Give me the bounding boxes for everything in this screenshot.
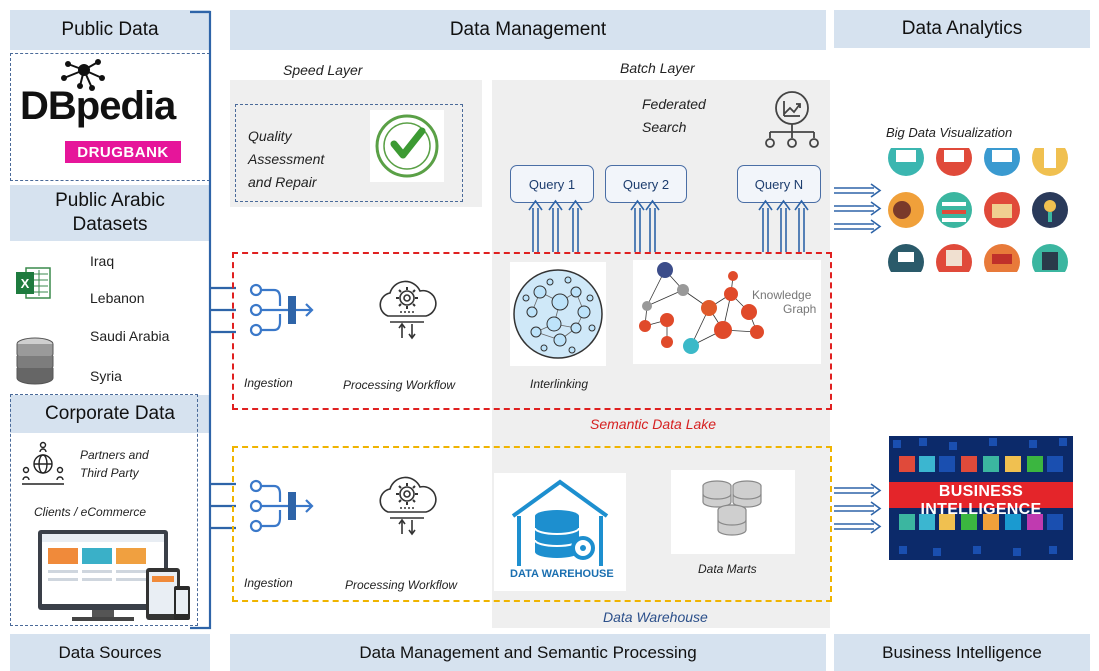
header-data-management: Data Management bbox=[230, 10, 826, 50]
federated-line1: Federated bbox=[642, 96, 706, 112]
data-warehouse-title: Data Warehouse bbox=[603, 609, 708, 625]
drugbank-logo: DRUGBANK bbox=[65, 141, 181, 163]
processing-label-warehouse: Processing Workflow bbox=[345, 578, 458, 592]
query-n-label: Query N bbox=[754, 176, 804, 192]
partners-label-2: Third Party bbox=[80, 466, 139, 480]
public-arabic-line1: Public Arabic bbox=[55, 190, 165, 211]
public-arabic-line2: Datasets bbox=[72, 214, 148, 235]
sources-bracket bbox=[190, 10, 214, 630]
batch-layer-label: Batch Layer bbox=[620, 60, 695, 76]
business-intelligence-banner: BUSINESS INTELLIGENCE bbox=[889, 436, 1073, 560]
query-2-box[interactable]: Query 2 bbox=[605, 165, 687, 203]
dataset-saudi-arabia: Saudi Arabia bbox=[90, 328, 170, 344]
ingestion-icon-warehouse bbox=[240, 468, 318, 544]
dbpedia-graph-icon bbox=[61, 59, 105, 91]
database-icon bbox=[14, 336, 56, 386]
drugbank-label: DRUGBANK bbox=[77, 143, 169, 161]
dataset-iraq: Iraq bbox=[90, 253, 115, 269]
partners-label-1: Partners and bbox=[80, 448, 149, 462]
semantic-data-lake-title: Semantic Data Lake bbox=[590, 416, 717, 432]
query-1-box[interactable]: Query 1 bbox=[510, 165, 594, 203]
knowledge-graph-label-2: Graph bbox=[783, 302, 817, 316]
query-n-box[interactable]: Query N bbox=[737, 165, 821, 203]
data-warehouse-box bbox=[232, 446, 832, 602]
query-1-label: Query 1 bbox=[528, 176, 576, 192]
header-data-analytics: Data Analytics bbox=[834, 10, 1090, 48]
data-warehouse-logo-label: DATA WAREHOUSE bbox=[510, 568, 614, 580]
interlinking-network-icon bbox=[510, 262, 606, 366]
cloud-gear-icon-warehouse bbox=[372, 468, 442, 544]
connector-lines-lake bbox=[210, 280, 236, 340]
svg-text:X: X bbox=[21, 276, 30, 291]
cloud-gear-icon bbox=[372, 272, 442, 348]
bi-arrows bbox=[834, 480, 884, 536]
header-corporate-data: Corporate Data bbox=[10, 395, 210, 433]
ingestion-icon bbox=[240, 272, 318, 348]
knowledge-graph-icon bbox=[633, 260, 821, 364]
footer-data-sources: Data Sources bbox=[10, 634, 210, 671]
business-intelligence-banner-text: BUSINESS INTELLIGENCE bbox=[920, 483, 1042, 518]
processing-label-lake: Processing Workflow bbox=[343, 378, 456, 392]
dataset-syria: Syria bbox=[90, 368, 122, 384]
dbpedia-logo bbox=[20, 58, 190, 128]
big-data-visualization-icons bbox=[886, 148, 1076, 272]
query-arrows bbox=[520, 198, 820, 254]
header-public-arabic: Public Arabic Datasets bbox=[10, 185, 210, 241]
footer-dm-semantic: Data Management and Semantic Processing bbox=[230, 634, 826, 671]
federated-search-icon bbox=[762, 88, 822, 152]
footer-business-intelligence: Business Intelligence bbox=[834, 634, 1090, 671]
query-2-label: Query 2 bbox=[622, 176, 670, 192]
semantic-data-lake-box bbox=[232, 252, 832, 410]
ingestion-label-lake: Ingestion bbox=[244, 376, 293, 390]
connector-lines-warehouse bbox=[210, 476, 236, 536]
quality-line1: Quality bbox=[248, 128, 292, 144]
quality-line2: Assessment bbox=[248, 151, 325, 167]
speed-layer-label: Speed Layer bbox=[283, 62, 363, 78]
dataset-lebanon: Lebanon bbox=[90, 290, 145, 306]
clients-label: Clients / eCommerce bbox=[34, 505, 147, 519]
data-marts-icon bbox=[697, 478, 767, 540]
header-public-data: Public Data bbox=[10, 10, 210, 50]
ecommerce-devices-icon bbox=[22, 528, 192, 623]
federated-line2: Search bbox=[642, 119, 687, 135]
quality-line3: and Repair bbox=[248, 174, 317, 190]
knowledge-graph-label-1: Knowledge bbox=[752, 288, 812, 302]
data-warehouse-icon bbox=[505, 476, 615, 570]
ingestion-label-warehouse: Ingestion bbox=[244, 576, 293, 590]
quality-box bbox=[235, 104, 463, 202]
partners-globe-icon bbox=[20, 440, 66, 486]
approved-stamp-icon bbox=[370, 110, 444, 182]
interlinking-label: Interlinking bbox=[530, 377, 589, 391]
big-data-visualization-label: Big Data Visualization bbox=[886, 125, 1013, 140]
data-marts-label: Data Marts bbox=[698, 562, 757, 576]
corporate-data-box bbox=[10, 394, 198, 626]
excel-icon: X bbox=[12, 262, 54, 304]
dbpedia-label: DBpedia bbox=[20, 84, 176, 128]
big-data-arrows bbox=[834, 180, 884, 236]
